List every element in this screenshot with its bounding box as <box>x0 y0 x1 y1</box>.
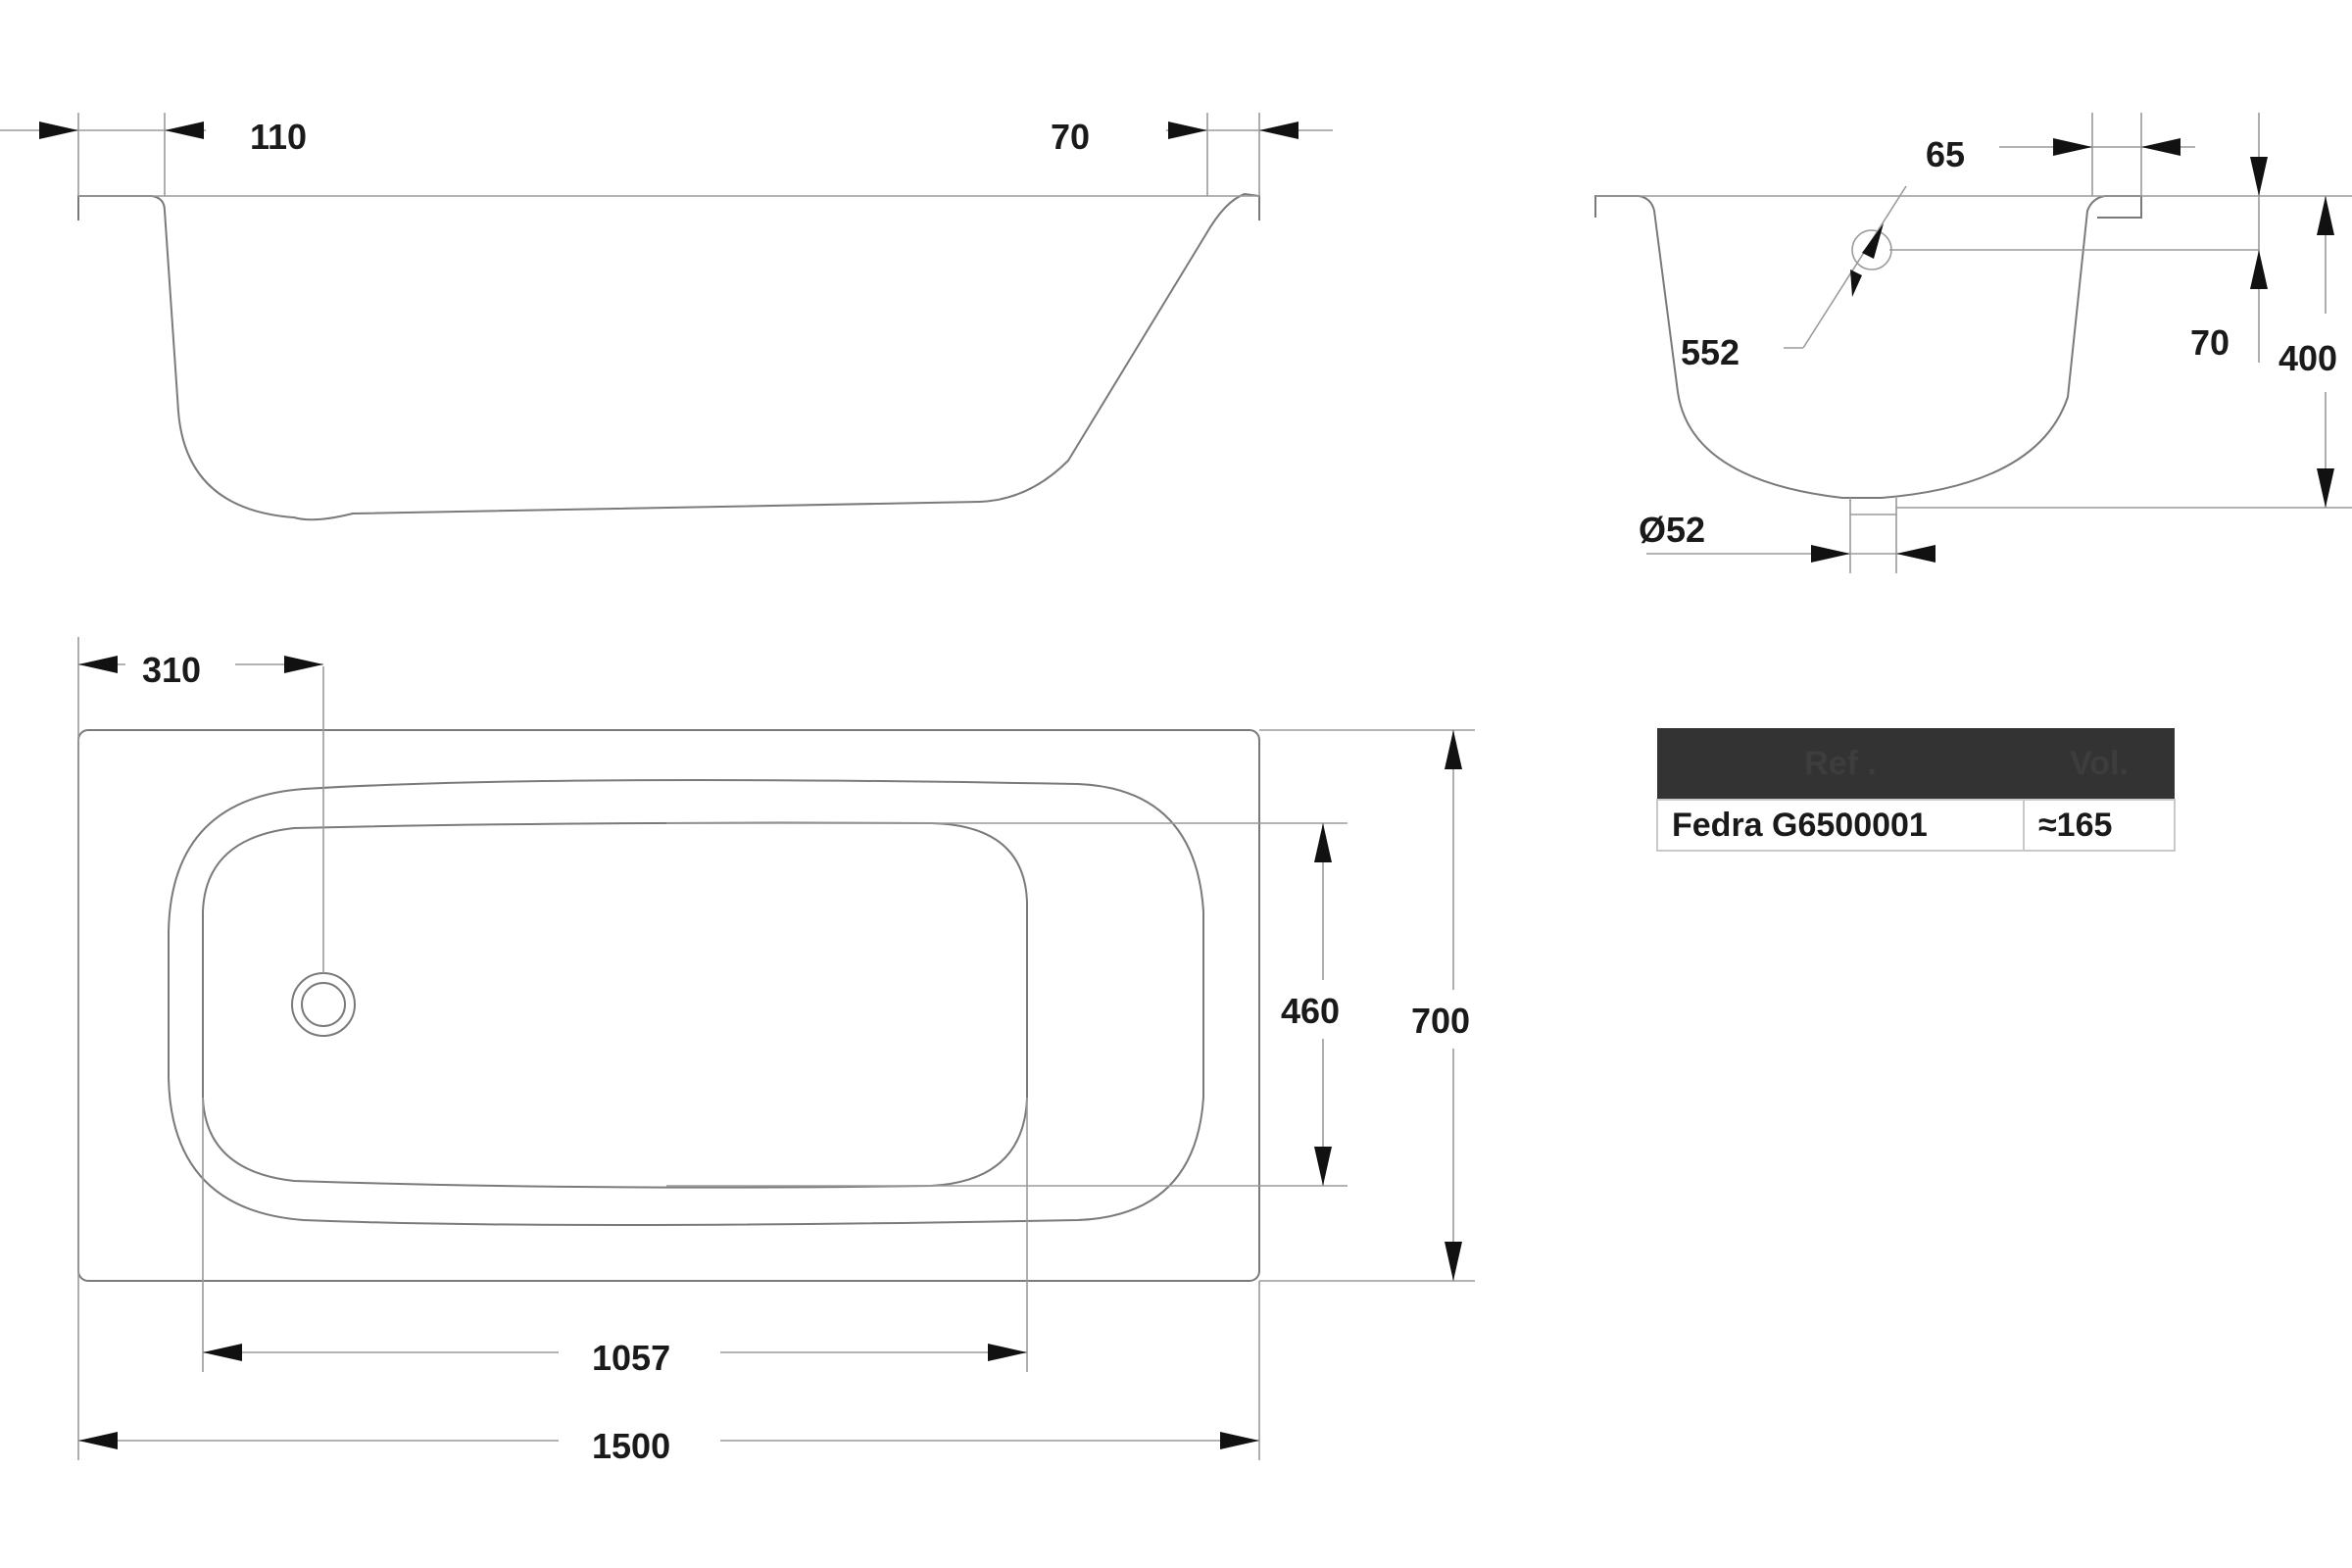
arrow-icon <box>1896 545 1936 563</box>
arrow-icon <box>988 1344 1027 1361</box>
top-outer-width-label: 700 <box>1411 1001 1470 1041</box>
arrow-icon <box>1445 1242 1462 1281</box>
arrow-icon <box>1314 823 1332 862</box>
top-inner-width-label: 460 <box>1281 991 1340 1031</box>
arrow-icon <box>1314 1147 1332 1186</box>
arrow-icon <box>1850 270 1862 297</box>
table-header-row: Ref . Vol. <box>1657 728 2175 800</box>
side-right-rim-label: 70 <box>1051 117 1090 157</box>
end-view-outline <box>1594 195 2142 499</box>
arrow-icon <box>2053 138 2092 156</box>
arrow-icon <box>203 1344 242 1361</box>
table-cell-vol: ≈165 <box>2023 799 2176 852</box>
arrow-icon <box>39 122 78 139</box>
arrow-icon <box>284 656 323 673</box>
arrow-icon <box>1168 122 1207 139</box>
end-overflow-offset-label: 70 <box>2190 322 2230 363</box>
drain-inner-icon <box>301 982 346 1027</box>
arrow-icon <box>1811 545 1850 563</box>
table-header-ref: Ref . <box>1657 728 2024 800</box>
arrow-icon <box>165 122 204 139</box>
end-drain-stub <box>1849 498 1897 515</box>
end-rim-label: 65 <box>1926 134 1965 174</box>
arrow-icon <box>2141 138 2180 156</box>
side-left-rim-label: 110 <box>250 117 307 157</box>
side-view: 110 70 <box>0 113 1333 521</box>
side-view-outline <box>77 192 1260 521</box>
end-drain-diameter-label: Ø52 <box>1639 510 1705 550</box>
top-view-outer-rim <box>77 729 1260 1282</box>
arrow-icon <box>1445 730 1462 769</box>
top-view-basin-outline <box>168 779 1204 1226</box>
table-header-vol: Vol. <box>2024 728 2175 800</box>
arrow-icon <box>1862 223 1884 259</box>
end-overflow-height-label: 552 <box>1681 332 1740 372</box>
top-view: 310 460 700 1057 1500 <box>77 637 1475 1466</box>
spec-table: Ref . Vol. Fedra G6500001 ≈165 <box>1656 728 2176 852</box>
arrow-icon <box>78 1432 118 1449</box>
top-drain-offset-label: 310 <box>142 650 201 690</box>
arrow-icon <box>78 656 118 673</box>
table-row: Fedra G6500001 ≈165 <box>1656 799 2176 852</box>
end-depth-label: 400 <box>2278 338 2337 378</box>
top-outer-length-label: 1500 <box>592 1426 670 1466</box>
arrow-icon <box>1220 1432 1259 1449</box>
end-diag-dim-line <box>1802 185 1907 349</box>
top-inner-length-label: 1057 <box>592 1338 670 1378</box>
end-view: 552 65 70 400 Ø52 <box>1594 113 2352 573</box>
arrow-icon <box>2317 196 2334 235</box>
arrow-icon <box>2250 157 2268 196</box>
top-view-floor-outline <box>202 821 1028 1189</box>
arrow-icon <box>2250 250 2268 289</box>
arrow-icon <box>1259 122 1298 139</box>
arrow-icon <box>2317 468 2334 508</box>
table-cell-ref: Fedra G6500001 <box>1656 799 2025 852</box>
